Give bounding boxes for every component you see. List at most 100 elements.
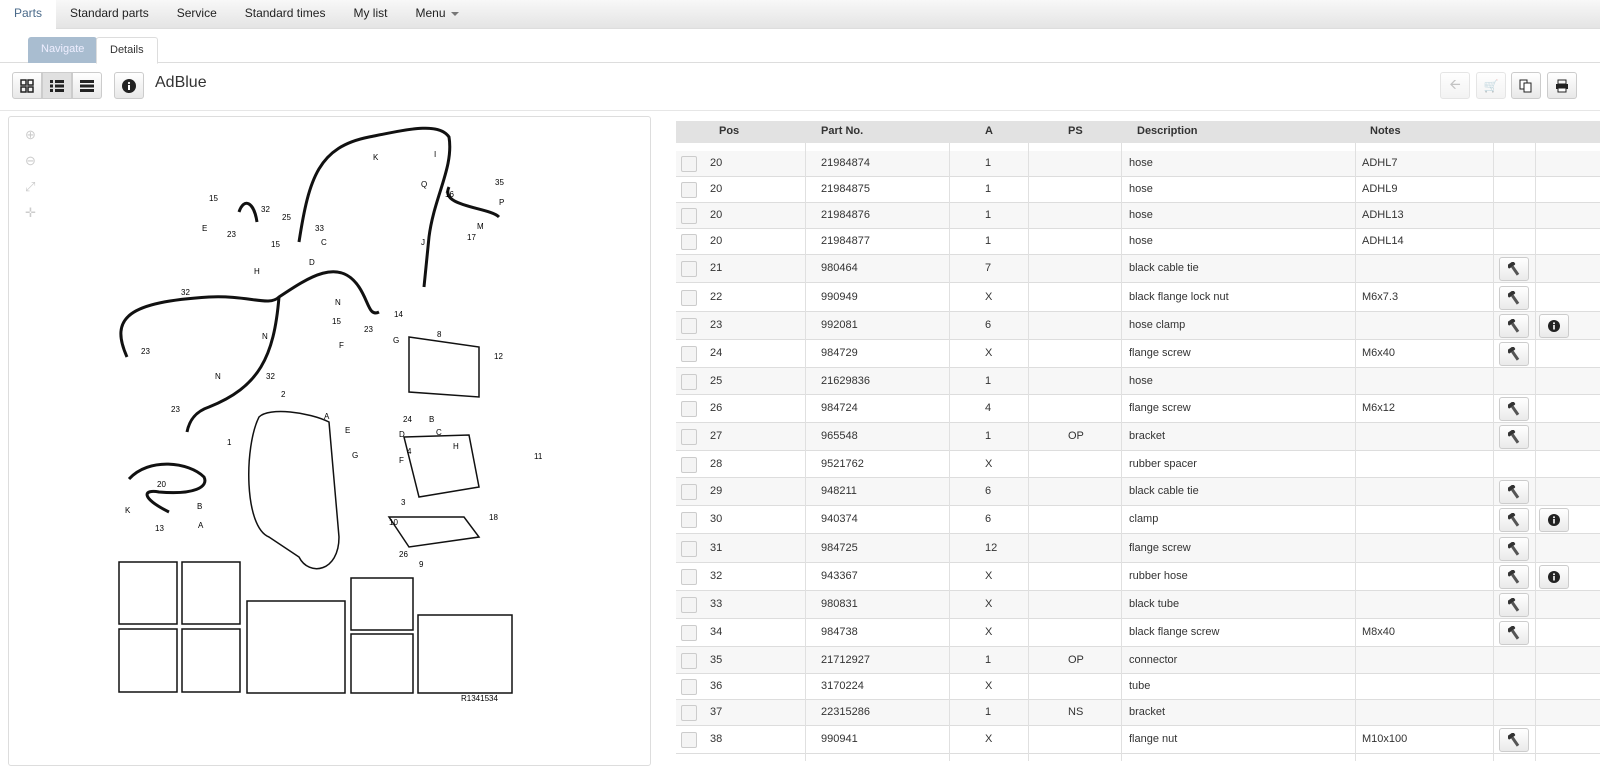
row-checkbox[interactable] <box>681 484 697 500</box>
svg-text:23: 23 <box>141 347 150 356</box>
svg-text:F: F <box>339 341 344 350</box>
col-part-no[interactable]: Part No. <box>821 125 864 137</box>
cell-a: 6 <box>985 513 992 525</box>
row-checkbox[interactable] <box>681 234 697 250</box>
grid-view-button[interactable] <box>12 72 42 99</box>
row-checkbox[interactable] <box>681 679 697 695</box>
cart-button[interactable]: 🛒 <box>1476 72 1506 99</box>
service-info-button[interactable] <box>1499 397 1529 421</box>
info-button[interactable] <box>114 72 144 99</box>
cell-part-no: 980831 <box>821 598 858 610</box>
list-view-button[interactable] <box>72 72 102 99</box>
service-info-button[interactable] <box>1499 565 1529 589</box>
service-info-button[interactable] <box>1499 314 1529 338</box>
col-ps[interactable]: PS <box>1068 125 1083 137</box>
nav-service[interactable]: Service <box>176 6 217 20</box>
service-info-button[interactable] <box>1499 621 1529 645</box>
row-checkbox[interactable] <box>681 456 697 473</box>
row-checkbox[interactable] <box>681 540 697 557</box>
col-description[interactable]: Description <box>1137 125 1198 137</box>
row-checkbox[interactable] <box>681 182 697 198</box>
nav-parts[interactable]: Parts <box>0 0 57 29</box>
row-info-button[interactable] <box>1539 508 1569 532</box>
row-checkbox[interactable] <box>681 346 697 362</box>
cell-notes: ADHL13 <box>1362 209 1404 221</box>
nav-my-list[interactable]: My list <box>353 6 388 20</box>
service-info-button[interactable] <box>1499 342 1529 366</box>
service-info-button[interactable] <box>1499 508 1529 532</box>
row-checkbox[interactable] <box>681 652 697 669</box>
tab-details[interactable]: Details <box>96 37 158 64</box>
nav-standard-times[interactable]: Standard times <box>244 6 326 20</box>
row-checkbox[interactable] <box>681 373 697 390</box>
cell-a: X <box>985 680 993 692</box>
back-button[interactable]: 🡨 <box>1440 72 1470 99</box>
service-info-button[interactable] <box>1499 425 1529 449</box>
split-view-button[interactable] <box>42 72 72 99</box>
col-notes[interactable]: Notes <box>1370 125 1401 137</box>
service-info-button[interactable] <box>1499 285 1529 310</box>
row-checkbox[interactable] <box>681 318 697 334</box>
cell-a: 6 <box>985 485 992 497</box>
copy-button[interactable] <box>1511 72 1541 99</box>
row-checkbox[interactable] <box>681 401 697 417</box>
service-info-button[interactable] <box>1499 480 1529 504</box>
zoom-out-icon[interactable]: ⊖ <box>25 153 36 168</box>
service-info-button[interactable] <box>1499 257 1529 281</box>
cell-description: flange screw <box>1129 402 1191 414</box>
service-info-button[interactable] <box>1499 536 1529 561</box>
row-checkbox[interactable] <box>681 261 697 277</box>
row-checkbox[interactable] <box>681 429 697 445</box>
nav-menu[interactable]: Menu <box>401 0 472 28</box>
row-checkbox[interactable] <box>681 208 697 224</box>
row-checkbox[interactable] <box>681 512 697 528</box>
col-pos[interactable]: Pos <box>719 125 740 137</box>
service-info-button[interactable] <box>1499 728 1529 752</box>
row-info-button[interactable] <box>1539 314 1569 338</box>
tab-navigate[interactable]: Navigate <box>28 37 98 63</box>
pan-icon[interactable]: ✛ <box>25 205 36 220</box>
cell-part-no: 992081 <box>821 319 858 331</box>
row-checkbox[interactable] <box>681 156 697 172</box>
zoom-in-icon[interactable]: ⊕ <box>25 127 36 142</box>
print-button[interactable] <box>1547 72 1577 99</box>
row-checkbox[interactable] <box>681 289 697 306</box>
cell-part-no: 984729 <box>821 347 858 359</box>
nav-standard-parts[interactable]: Standard parts <box>70 6 149 20</box>
row-info-button[interactable] <box>1539 565 1569 589</box>
row-checkbox[interactable] <box>681 705 697 721</box>
col-a[interactable]: A <box>985 125 993 137</box>
service-info-button[interactable] <box>1499 593 1529 617</box>
row-checkbox[interactable] <box>681 569 697 585</box>
row-checkbox[interactable] <box>681 732 697 748</box>
cell-part-no: 965548 <box>821 430 858 442</box>
row-checkbox[interactable] <box>681 625 697 641</box>
info-icon <box>1548 514 1560 526</box>
fit-icon[interactable]: ⤢ <box>25 179 36 194</box>
cell-pos: 30 <box>710 513 723 525</box>
row-checkbox[interactable] <box>681 597 697 613</box>
